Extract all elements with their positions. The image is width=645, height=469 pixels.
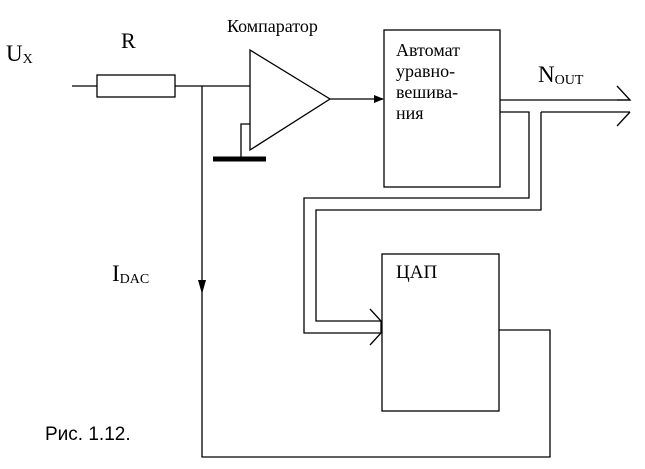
comparator (249, 48, 332, 152)
comparator-ground-wire (240, 123, 250, 157)
dac-label: ЦАП (396, 262, 438, 283)
idac-arrow (198, 280, 206, 294)
input-voltage-label: UX (6, 41, 33, 67)
automat-label: Автомат уравно- вешива- ния (396, 40, 460, 124)
feedback-bus-outer (303, 111, 530, 334)
automat-label-line: Автомат (396, 40, 460, 60)
automat-box (383, 29, 501, 188)
figure-caption: Рис. 1.12. (45, 424, 131, 445)
feedback-bus-inner (315, 112, 542, 322)
automat-label-line: уравно- (396, 61, 456, 81)
feedback-bus-arrow (369, 308, 382, 346)
automat-label-line: вешива- (396, 82, 459, 102)
output-bus-arrow-top (616, 85, 632, 101)
output-label: NOUT (538, 62, 584, 88)
output-bus-arrow-bottom (616, 111, 631, 127)
resistor (96, 74, 176, 98)
comparator-label: Компаратор (227, 16, 318, 36)
dac-current-loop (201, 86, 551, 458)
automat-label-line: ния (396, 103, 424, 123)
dac-box (381, 253, 500, 412)
dac-current-label: IDAC (112, 261, 150, 287)
resistor-label: R (121, 28, 136, 53)
